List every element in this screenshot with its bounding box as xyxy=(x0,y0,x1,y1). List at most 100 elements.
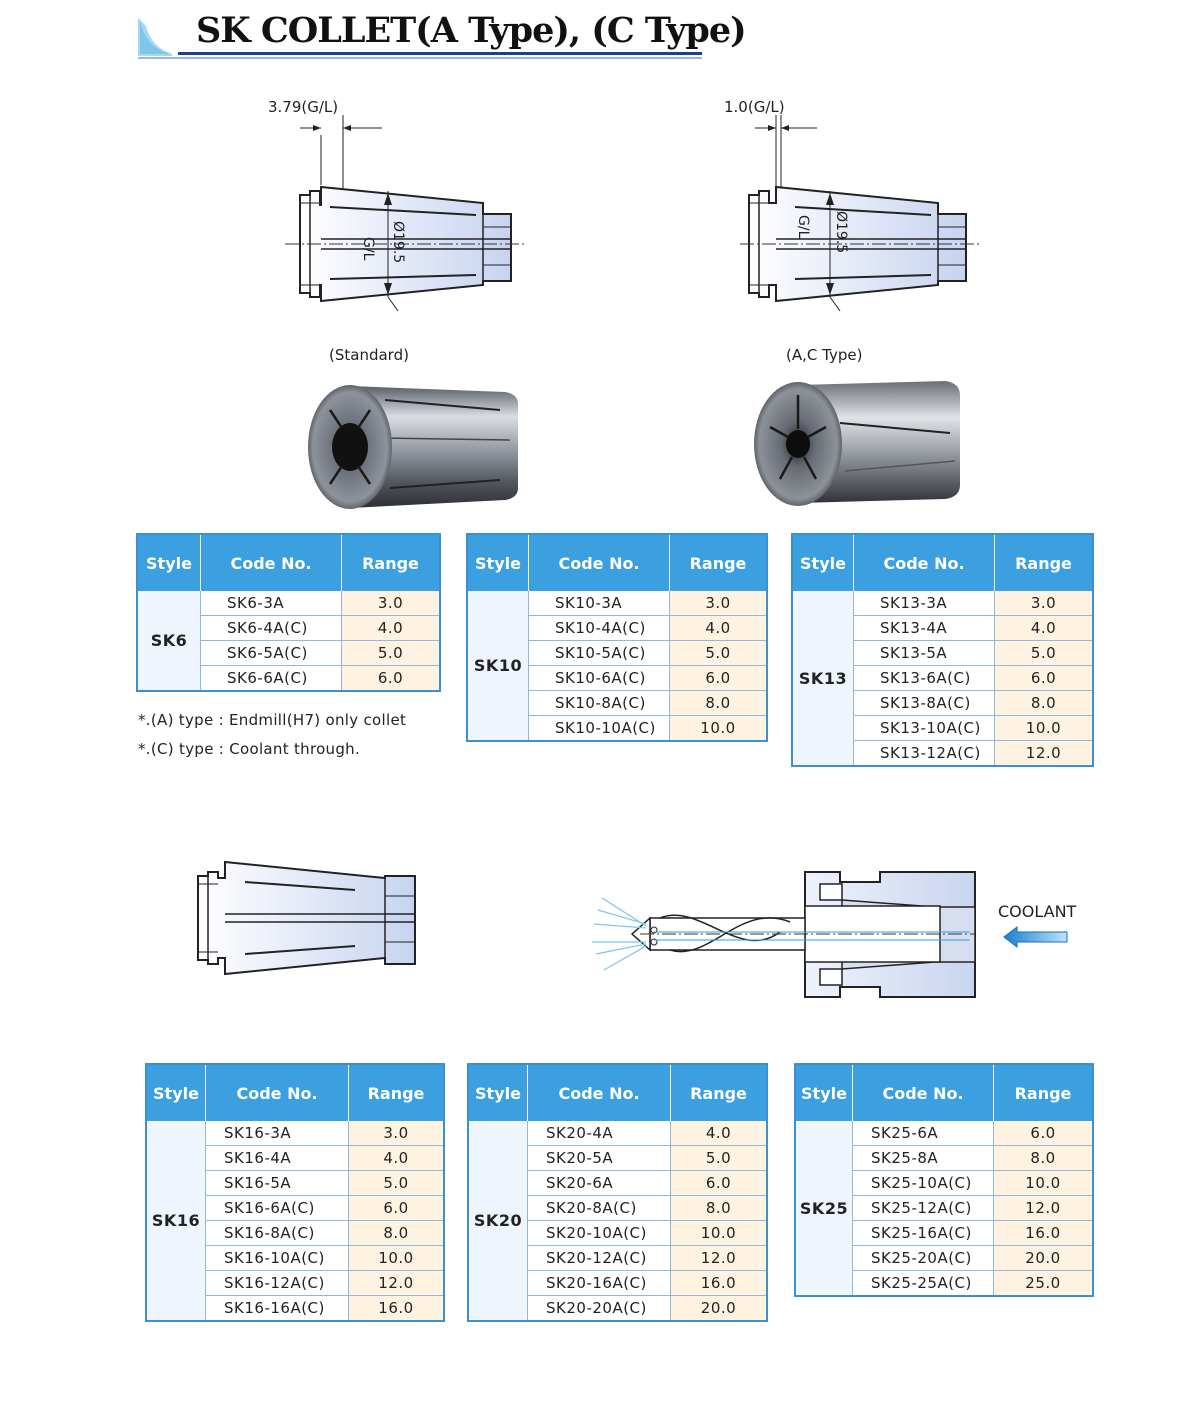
note-a-type: *.(A) type : Endmill(H7) only collet xyxy=(138,711,407,729)
style-cell: SK20 xyxy=(468,1121,528,1321)
col-header-style: Style xyxy=(467,534,529,591)
code-cell: SK20-4A xyxy=(527,1121,671,1146)
table-row: SK20-16A(C)16.0 xyxy=(468,1270,767,1296)
style-cell: SK10 xyxy=(467,591,529,741)
code-cell: SK6-6A(C) xyxy=(200,665,342,691)
table-row: SK13-12A(C)12.0 xyxy=(792,740,1093,766)
code-cell: SK10-6A(C) xyxy=(528,665,670,691)
range-cell: 6.0 xyxy=(670,1170,767,1196)
col-header-code: Code No. xyxy=(853,534,995,591)
code-cell: SK16-16A(C) xyxy=(205,1295,349,1321)
code-cell: SK16-10A(C) xyxy=(205,1245,349,1271)
col-header-range: Range xyxy=(348,1064,444,1121)
range-cell: 12.0 xyxy=(348,1270,444,1296)
range-cell: 5.0 xyxy=(341,640,440,666)
code-cell: SK25-10A(C) xyxy=(852,1170,994,1196)
range-cell: 5.0 xyxy=(348,1170,444,1196)
table-row: SK6-5A(C)5.0 xyxy=(137,640,440,666)
range-cell: 5.0 xyxy=(994,640,1093,666)
style-cell: SK25 xyxy=(795,1121,853,1296)
range-cell: 8.0 xyxy=(669,690,767,716)
range-cell: 6.0 xyxy=(341,665,440,691)
style-cell: SK16 xyxy=(146,1121,206,1321)
coolant-arrow-icon xyxy=(1003,926,1068,948)
ac-type-collet-photo xyxy=(754,381,960,506)
range-cell: 5.0 xyxy=(669,640,767,666)
coolant-label: COOLANT xyxy=(998,902,1077,921)
code-cell: SK10-5A(C) xyxy=(528,640,670,666)
table-header-row: Style Code No. Range xyxy=(146,1064,444,1121)
code-cell: SK6-4A(C) xyxy=(200,615,342,641)
code-cell: SK10-3A xyxy=(528,591,670,616)
dim-label-left: 3.79(G/L) xyxy=(268,98,339,116)
table-row: SK16-12A(C)12.0 xyxy=(146,1270,444,1296)
table-row: SK10-4A(C)4.0 xyxy=(467,615,767,641)
code-cell: SK16-12A(C) xyxy=(205,1270,349,1296)
code-cell: SK25-16A(C) xyxy=(852,1220,994,1246)
code-cell: SK16-8A(C) xyxy=(205,1220,349,1246)
page-title: SK COLLET(A Type), (C Type) xyxy=(196,10,747,51)
title-accent-icon xyxy=(138,18,172,56)
range-cell: 8.0 xyxy=(993,1145,1093,1171)
table-row: SK25-16A(C)16.0 xyxy=(795,1220,1093,1246)
code-cell: SK16-4A xyxy=(205,1145,349,1171)
range-cell: 8.0 xyxy=(348,1220,444,1246)
code-cell: SK25-8A xyxy=(852,1145,994,1171)
gl-label: G/L xyxy=(360,237,376,261)
code-cell: SK25-6A xyxy=(852,1121,994,1146)
col-header-style: Style xyxy=(137,534,201,591)
code-cell: SK13-6A(C) xyxy=(853,665,995,691)
table-row: SK13-8A(C)8.0 xyxy=(792,690,1093,716)
code-cell: SK13-8A(C) xyxy=(853,690,995,716)
table-header-row: Style Code No. Range xyxy=(467,534,767,591)
style-cell: SK6 xyxy=(137,591,201,691)
range-cell: 25.0 xyxy=(993,1270,1093,1296)
table-row: SK10-10A(C)10.0 xyxy=(467,715,767,741)
range-cell: 8.0 xyxy=(994,690,1093,716)
table-row: SK13-10A(C)10.0 xyxy=(792,715,1093,741)
code-cell: SK6-5A(C) xyxy=(200,640,342,666)
code-cell: SK20-12A(C) xyxy=(527,1245,671,1271)
table-row: SK20-12A(C)12.0 xyxy=(468,1245,767,1271)
table-row: SK10-5A(C)5.0 xyxy=(467,640,767,666)
caption-ac-type: (A,C Type) xyxy=(786,346,863,364)
code-cell: SK20-8A(C) xyxy=(527,1195,671,1221)
table-header-row: Style Code No. Range xyxy=(795,1064,1093,1121)
range-cell: 5.0 xyxy=(670,1145,767,1171)
table-row: SK25-12A(C)12.0 xyxy=(795,1195,1093,1221)
code-cell: SK10-10A(C) xyxy=(528,715,670,741)
range-cell: 20.0 xyxy=(993,1245,1093,1271)
range-cell: 10.0 xyxy=(669,715,767,741)
code-cell: SK25-12A(C) xyxy=(852,1195,994,1221)
col-header-range: Range xyxy=(341,534,440,591)
table-header-row: Style Code No. Range xyxy=(468,1064,767,1121)
code-cell: SK13-10A(C) xyxy=(853,715,995,741)
code-cell: SK20-16A(C) xyxy=(527,1270,671,1296)
page-header: SK COLLET(A Type), (C Type) xyxy=(138,8,747,59)
diameter-label: Ø19.5 xyxy=(390,221,406,263)
table-row: SK20-8A(C)8.0 xyxy=(468,1195,767,1221)
code-cell: SK13-3A xyxy=(853,591,995,616)
col-header-range: Range xyxy=(670,1064,767,1121)
table-header-row: Style Code No. Range xyxy=(137,534,440,591)
collet-side-drawing xyxy=(197,860,416,976)
gl-label: G/L xyxy=(795,215,811,239)
range-cell: 10.0 xyxy=(670,1220,767,1246)
table-row: SK25-25A(C)25.0 xyxy=(795,1270,1093,1296)
col-header-style: Style xyxy=(146,1064,206,1121)
range-cell: 4.0 xyxy=(348,1145,444,1171)
code-cell: SK25-20A(C) xyxy=(852,1245,994,1271)
range-cell: 6.0 xyxy=(669,665,767,691)
